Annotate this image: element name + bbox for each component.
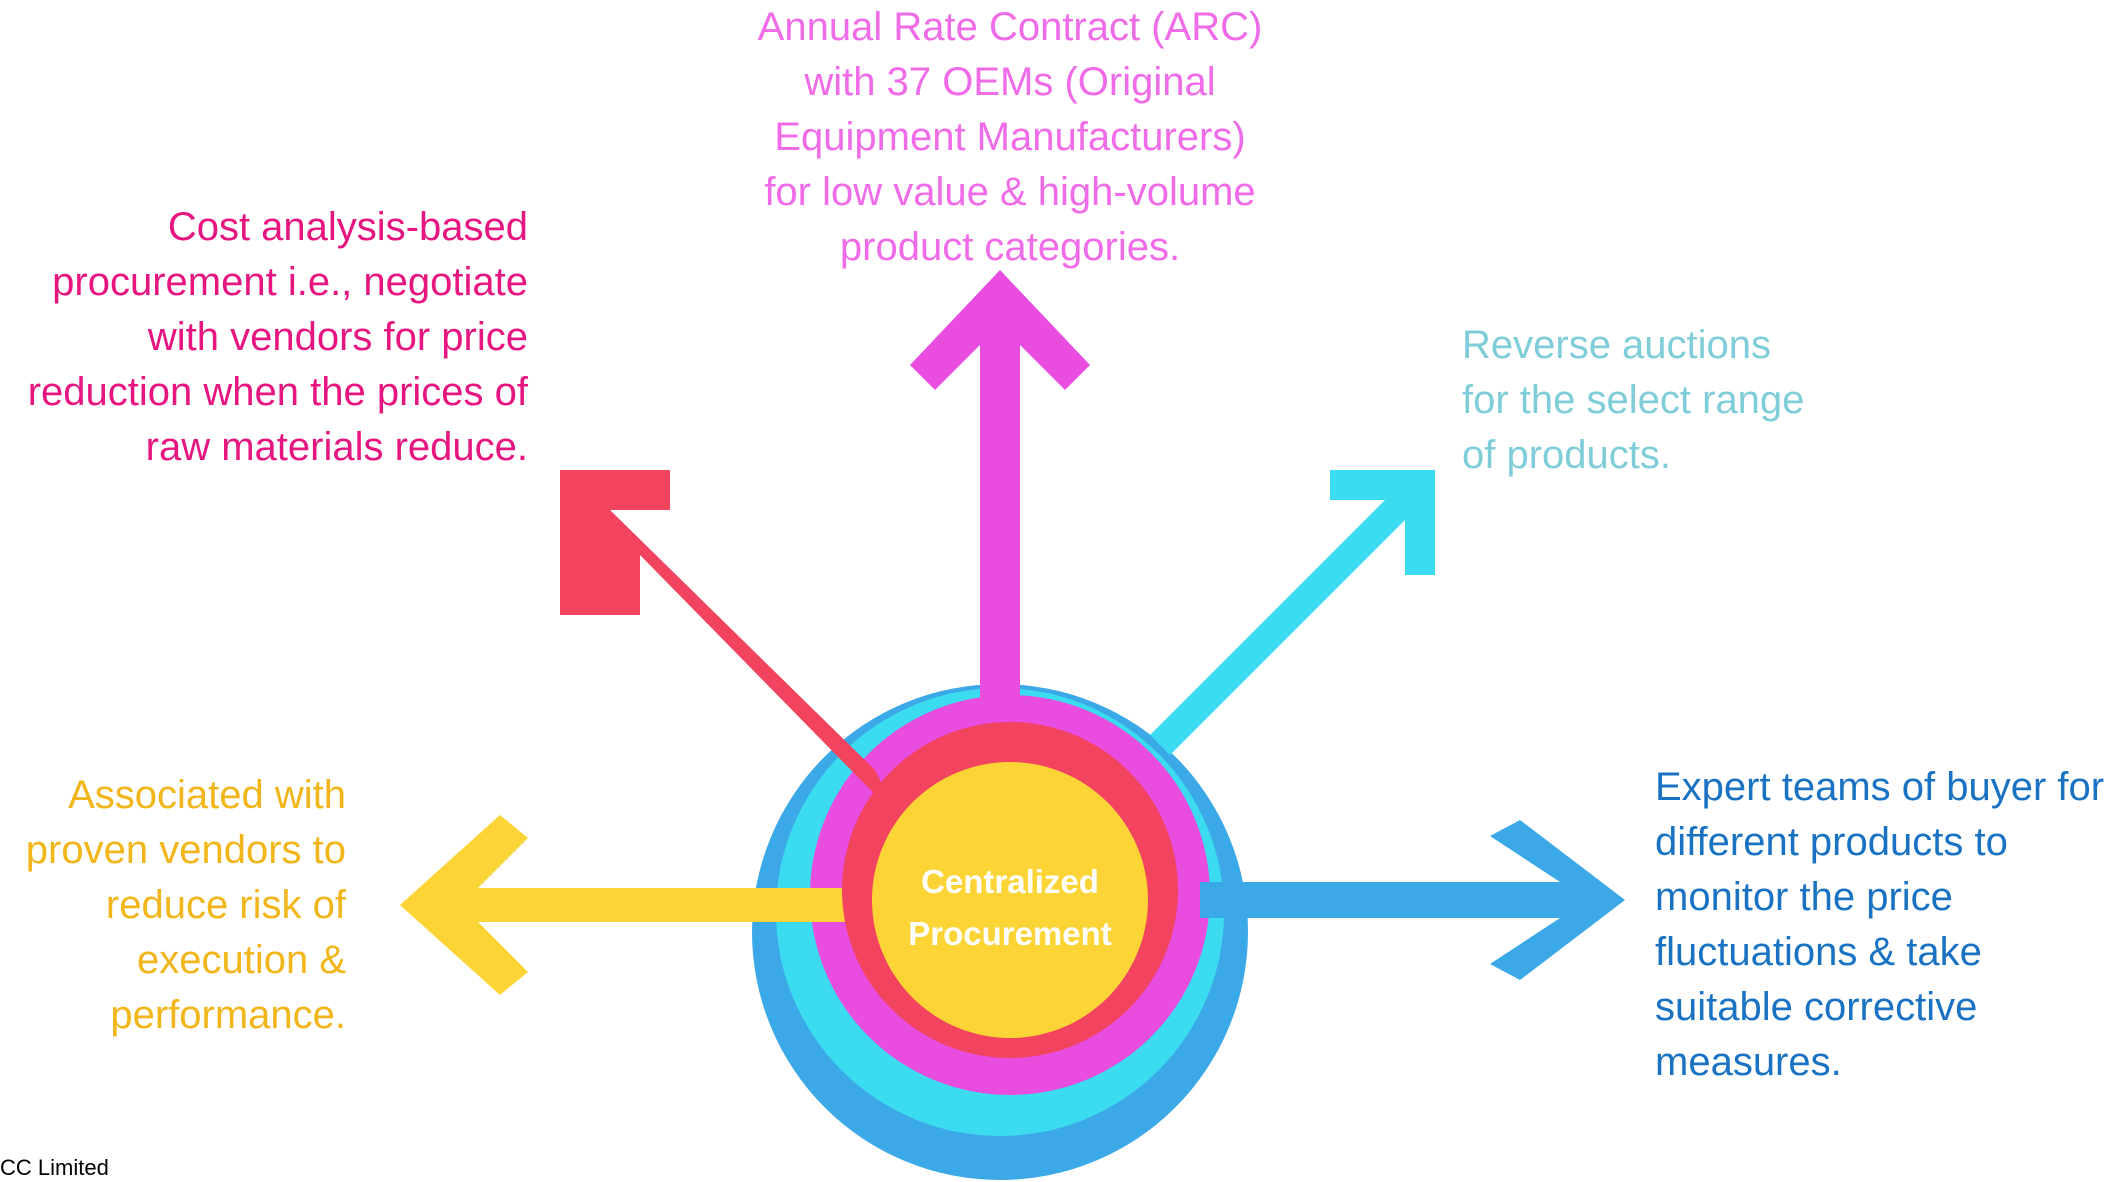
label-line: measures. <box>1655 1040 1842 1084</box>
label-line: reduction when the prices of <box>27 370 528 414</box>
label-line: different products to <box>1655 820 2008 864</box>
label-line: execution & <box>136 938 346 982</box>
label-line: with vendors for price <box>147 315 528 359</box>
label-line: reduce risk of <box>105 883 346 927</box>
label-line: of products. <box>1462 433 1672 477</box>
label-arc-contract: Annual Rate Contract (ARC) with 37 OEMs … <box>700 0 1320 275</box>
label-line: product categories. <box>839 225 1181 269</box>
label-line: for low value & high-volume <box>764 170 1256 214</box>
label-line: with 37 OEMs (Original <box>804 60 1216 104</box>
label-cost-analysis: Cost analysis-based procurement i.e., ne… <box>0 200 528 475</box>
label-reverse-auctions: Reverse auctions for the select range of… <box>1462 318 1862 483</box>
label-line: procurement i.e., negotiate <box>52 260 528 304</box>
arrow-top-left <box>560 470 900 820</box>
label-line: performance. <box>110 993 346 1037</box>
arrow-left <box>400 815 860 995</box>
label-line: monitor the price <box>1655 875 1953 919</box>
arrow-right <box>1200 820 1625 980</box>
label-line: Cost analysis-based <box>167 205 528 249</box>
label-line: fluctuations & take <box>1655 930 1982 974</box>
label-line: Associated with <box>68 773 346 817</box>
arrow-top <box>910 270 1090 700</box>
center-title-line-1: Centralized <box>921 863 1099 900</box>
label-line: proven vendors to <box>25 828 346 872</box>
label-line: raw materials reduce. <box>145 425 528 469</box>
label-line: for the select range <box>1462 378 1805 422</box>
label-line: Equipment Manufacturers) <box>774 115 1246 159</box>
label-line: Expert teams of buyer for <box>1655 765 2105 809</box>
footer-text: CC Limited <box>0 1155 109 1180</box>
label-line: Annual Rate Contract (ARC) <box>757 5 1263 49</box>
label-proven-vendors: Associated with proven vendors to reduce… <box>0 768 346 1043</box>
label-expert-teams: Expert teams of buyer for different prod… <box>1655 760 2125 1090</box>
center-title-line-2: Procurement <box>908 915 1112 952</box>
label-line: Reverse auctions <box>1462 323 1772 367</box>
label-line: suitable corrective <box>1655 985 1978 1029</box>
arrow-top-right <box>1150 470 1435 755</box>
core-disc <box>872 762 1148 1038</box>
